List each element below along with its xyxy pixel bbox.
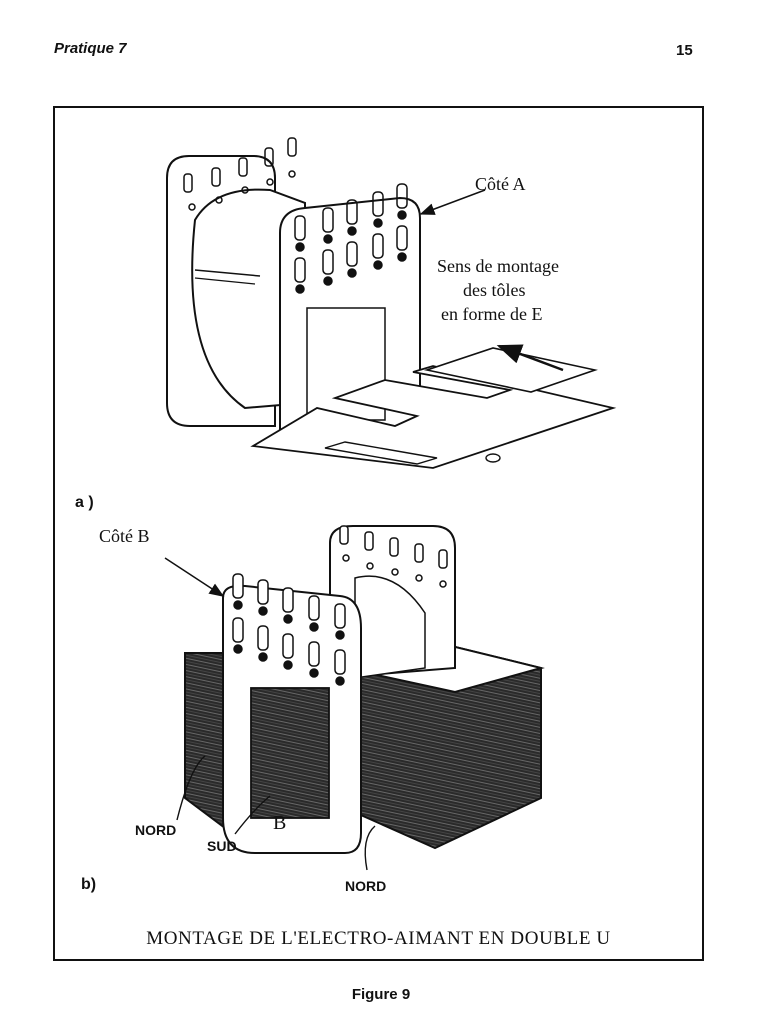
panel-b-tag: b) [81, 876, 97, 893]
cote-a-label: Côté A [475, 174, 526, 194]
back-terminals [183, 137, 297, 211]
nord-label-left: NORD [135, 822, 177, 838]
front-terminals-b [232, 573, 346, 686]
mounting-note-line-2: des tôles [463, 280, 526, 300]
sud-label: SUD [207, 838, 237, 854]
cote-b-label: Côté B [99, 526, 150, 546]
mounting-note-line-3: en forme de E [441, 304, 543, 324]
mounting-direction-arrow [496, 344, 564, 372]
page-number: 15 [676, 42, 693, 59]
coil-body [191, 188, 306, 410]
core-block-left [184, 652, 226, 830]
label-leaders [176, 755, 376, 871]
front-terminals [294, 183, 408, 294]
panel-a-tag: a ) [75, 494, 94, 511]
panel-a-drawing [166, 137, 617, 469]
nord-label-right: NORD [345, 878, 387, 894]
back-terminals-b [339, 525, 448, 588]
pole-letter: B [273, 812, 287, 834]
pole-face [250, 687, 330, 819]
figure-caption: MONTAGE DE L'ELECTRO-AIMANT EN DOUBLE U [146, 928, 611, 949]
page-header-left: Pratique 7 [54, 40, 127, 57]
cote-b-pointer [164, 557, 225, 597]
panel-b-drawing [184, 525, 545, 854]
mounting-note-line-1: Sens de montage [437, 256, 559, 276]
figure-illustration [164, 137, 617, 871]
figure-number: Figure 9 [351, 986, 411, 1003]
figure-frame: Côté A Sens de montage des tôles en form… [53, 106, 704, 961]
cote-a-pointer [419, 189, 486, 215]
